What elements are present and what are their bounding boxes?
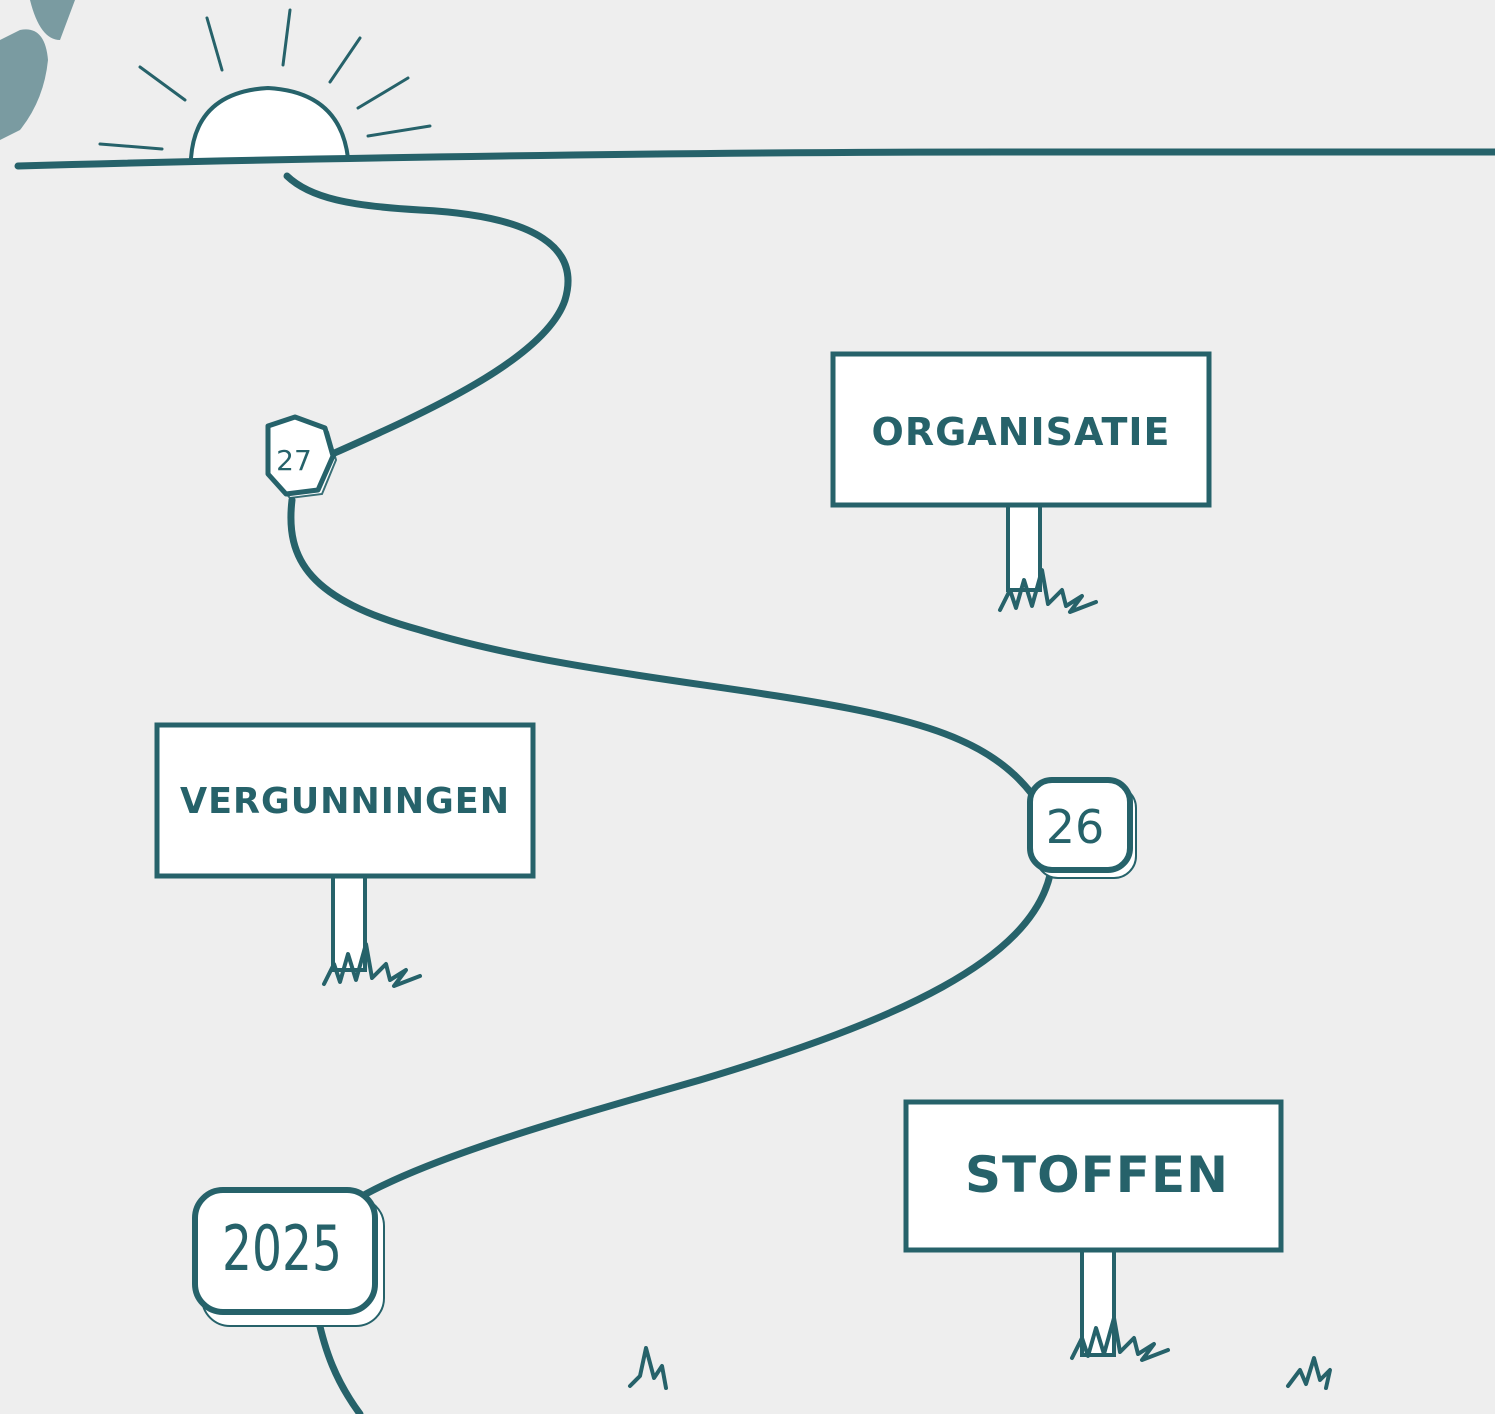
sign-organisatie-label: ORGANISATIE: [872, 410, 1171, 454]
milestone-2025: 2025: [192, 1187, 385, 1327]
winding-road: [283, 172, 1054, 1414]
milestone-27-label: 27: [276, 444, 312, 477]
sign-stoffen: STOFFEN: [903, 1099, 1284, 1362]
grass-icon: [998, 568, 1098, 614]
grass-icon: [322, 942, 422, 988]
grass-icon: [1070, 1316, 1170, 1362]
sign-vergunningen: VERGUNNINGEN: [154, 722, 536, 988]
milestone-26-label: 26: [1046, 800, 1105, 854]
milestone-26: 26: [1027, 777, 1137, 879]
grass-icon: [628, 1346, 668, 1390]
milestone-27: 27: [265, 414, 338, 500]
sun-icon: [98, 8, 432, 160]
sign-organisatie: ORGANISATIE: [830, 351, 1212, 614]
milestone-2025-label: 2025: [222, 1212, 342, 1285]
sign-vergunningen-label: VERGUNNINGEN: [180, 781, 510, 822]
grass-icon: [1286, 1356, 1332, 1390]
horizon-line: [14, 148, 1495, 170]
title-fragment: [0, 0, 75, 140]
sign-stoffen-label: STOFFEN: [965, 1146, 1229, 1204]
